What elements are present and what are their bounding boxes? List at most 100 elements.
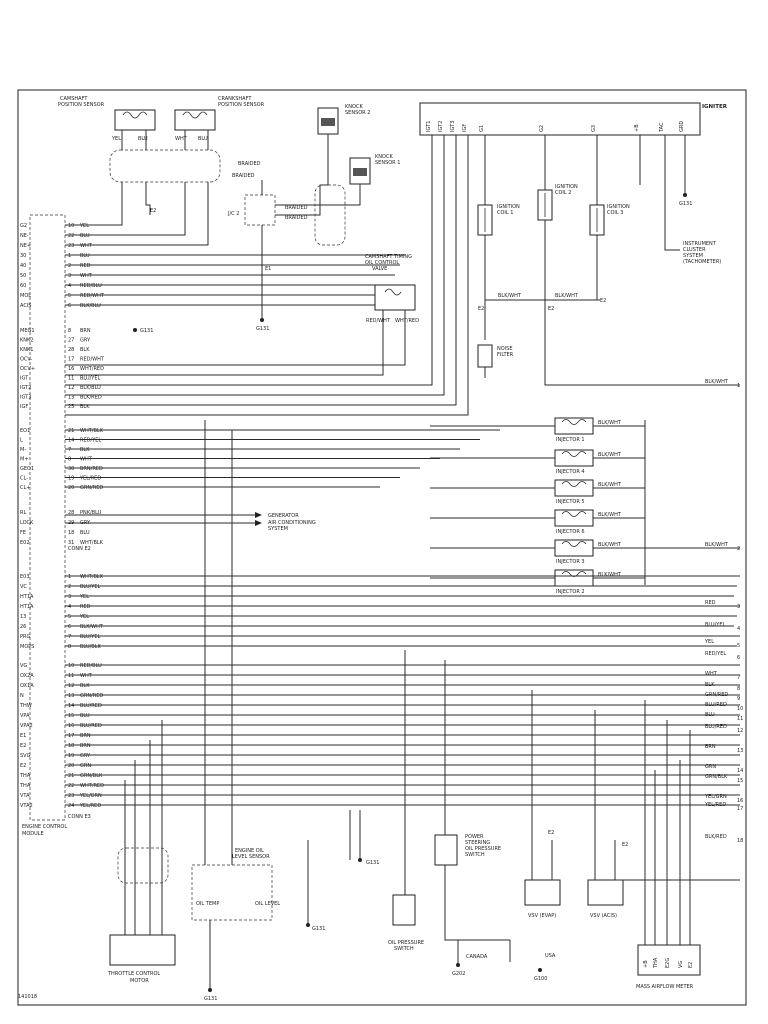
- injector: [554, 539, 594, 557]
- ecm-pin-color: BLU/YEL: [80, 584, 101, 590]
- right-edge-color: GRN/BLK: [705, 774, 728, 780]
- ecm-pin-name: IGF: [20, 404, 28, 410]
- ecm-pin-color: YEL: [79, 223, 89, 229]
- svg-text:BRAIDED: BRAIDED: [285, 205, 308, 211]
- ecm-pin-color: BRN/RED: [80, 466, 103, 472]
- igniter-pin-label: IGF: [462, 124, 468, 132]
- svg-text:POSITION SENSOR: POSITION SENSOR: [58, 102, 105, 108]
- igniter-pin-label: GRD: [679, 121, 685, 132]
- svg-text:WHT: WHT: [175, 136, 188, 142]
- ecm-pin-name: HT1A: [20, 604, 34, 610]
- ecm-pin-number: 15: [68, 713, 74, 719]
- svg-text:CLUSTER: CLUSTER: [683, 247, 706, 253]
- right-edge-color: RED/YEL: [705, 651, 726, 657]
- ecm-pin-name: PRG: [20, 634, 30, 640]
- svg-text:G131: G131: [679, 201, 692, 207]
- injector: [554, 479, 594, 497]
- ecm-pin-color: BLK: [80, 404, 90, 410]
- ecm-pin-name: ACIS: [20, 303, 31, 309]
- ecm-pin-color: YEL/GRN: [79, 793, 102, 799]
- svg-text:E2: E2: [150, 208, 156, 214]
- figure-id: 141018: [18, 994, 37, 1000]
- ecm-pin-name: VPA: [20, 713, 30, 719]
- svg-text:VALVE: VALVE: [372, 266, 387, 272]
- igniter-pin-label: IGT3: [450, 121, 456, 132]
- ecm-pin-color: RED: [80, 263, 91, 269]
- ecm-pin-color: BRN: [80, 733, 91, 739]
- ecm-pin-name: VTA2: [20, 803, 33, 809]
- svg-text:OIL PRESSURE: OIL PRESSURE: [465, 846, 501, 852]
- ecm-pin-name: OX1A: [20, 683, 34, 689]
- wire-color: BLK/WHT: [598, 542, 622, 548]
- ecm-pin-name: EO1: [20, 428, 30, 434]
- svg-text:SWITCH: SWITCH: [394, 946, 414, 952]
- svg-text:RED/WHT: RED/WHT: [366, 318, 391, 324]
- svg-text:POWER: POWER: [465, 834, 484, 840]
- ecm-pin-name: SVG: [20, 753, 31, 759]
- maf-pin-label: E2: [688, 962, 694, 968]
- svg-text:OIL PRESSURE: OIL PRESSURE: [388, 940, 424, 946]
- ecm-pin-name: OCV-: [20, 357, 33, 363]
- ecm-pin-color: WHT/RED: [80, 783, 104, 789]
- svg-text:POSITION SENSOR: POSITION SENSOR: [218, 102, 265, 108]
- injector-label: INJECTOR 1: [556, 437, 585, 443]
- ecm-pin-number: 5: [68, 614, 71, 620]
- noise-filter: NOISE FILTER: [477, 344, 514, 368]
- ecm-subtitle: MODULE: [22, 831, 44, 837]
- ground-label: G131: [140, 328, 153, 334]
- right-edge-number: 5: [737, 643, 740, 649]
- ecm-pin-number: 28: [68, 347, 74, 353]
- ecm-pin-number: 27: [68, 338, 74, 344]
- injector: [554, 449, 594, 467]
- svg-text:SWITCH: SWITCH: [465, 852, 485, 858]
- ecm-pin-name: OCV+: [20, 366, 35, 372]
- igniter-pin-label: IGT1: [426, 121, 432, 132]
- ecm-pin-number: 28: [68, 510, 74, 516]
- svg-text:NOISE: NOISE: [497, 346, 512, 352]
- ecm-pin-number: 23: [68, 793, 74, 799]
- ecm-pin-name: M+: [20, 457, 29, 463]
- right-edge-color: WHT: [705, 671, 718, 677]
- ecm-pin-color: WHT: [80, 243, 93, 249]
- ignition-coil-3: IGNITION COIL 3: [589, 204, 630, 236]
- svg-text:BLK/WHT: BLK/WHT: [555, 293, 579, 299]
- ecm-pin-number: 1: [68, 574, 71, 580]
- right-edge-number: 13: [737, 748, 743, 754]
- right-edge-color: BLK/RED: [705, 834, 727, 840]
- ecm-pin-color: BLK: [80, 447, 90, 453]
- svg-text:THROTTLE CONTROL: THROTTLE CONTROL: [107, 971, 160, 977]
- right-edge-color: BRN: [705, 744, 716, 750]
- ecm-pin-number: 14: [68, 703, 74, 709]
- ecm-pin-name: E02: [20, 540, 30, 546]
- svg-text:SENSOR 2: SENSOR 2: [345, 110, 370, 116]
- ecm-pin-color: BLK: [80, 347, 90, 353]
- ignition-coil-2: IGNITION COIL 2: [537, 184, 578, 221]
- ecm-pin-number: 18: [68, 743, 74, 749]
- injector: [554, 569, 594, 587]
- ecm-pin-color: BLU/YEL: [80, 376, 101, 382]
- ecm-pin-color: BLU: [80, 233, 90, 239]
- ecm-pin-number: 2: [68, 263, 71, 269]
- svg-text:MASS AIRFLOW METER: MASS AIRFLOW METER: [636, 984, 694, 990]
- ecm-pin-color: YEL: [79, 614, 89, 620]
- ecm-pin-color: GRN/BLK: [80, 773, 103, 779]
- ecm-pin-color: PNK/BLU: [80, 510, 102, 516]
- throttle-control-motor: THROTTLE CONTROL MOTOR: [107, 934, 176, 984]
- braided-label-2: BRAIDED: [232, 173, 255, 179]
- svg-text:BLU: BLU: [138, 136, 148, 142]
- ecm-pin-color: BLU/RED: [80, 703, 102, 709]
- wire-color: BLK/WHT: [598, 482, 622, 488]
- ecm-pin-number: 5: [68, 293, 71, 299]
- svg-text:FILTER: FILTER: [497, 352, 514, 358]
- right-edge-color: BLK/WHT: [705, 379, 729, 385]
- ecm-pin-color: BLU/YEL: [80, 634, 101, 640]
- svg-text:IGNITER: IGNITER: [702, 104, 728, 110]
- ecm-pin-name: GEO1: [20, 466, 34, 472]
- vsv-evap: VSV (EVAP): [524, 879, 561, 919]
- power-steering-oil-pressure-switch: POWER STEERING OIL PRESSURE SWITCH: [434, 834, 501, 866]
- ecm-pin-number: 18: [68, 530, 74, 536]
- ac-label-2: SYSTEM: [268, 526, 288, 532]
- knock-sensor-1: KNOCK SENSOR 1: [349, 154, 400, 185]
- right-edge-color: BLU/YEL: [705, 622, 726, 628]
